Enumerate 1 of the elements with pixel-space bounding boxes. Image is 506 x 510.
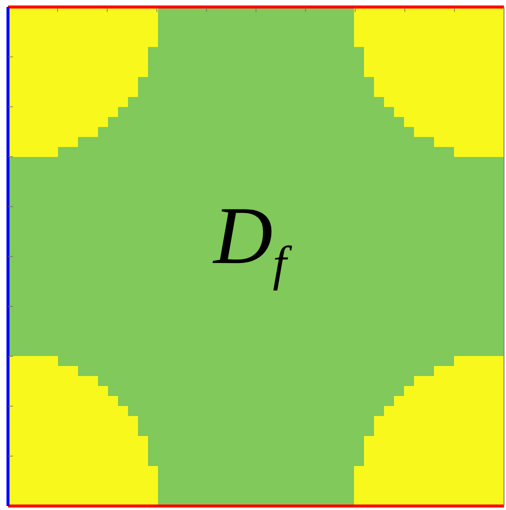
domain-label: D$_{f}$ xyxy=(150,195,350,288)
